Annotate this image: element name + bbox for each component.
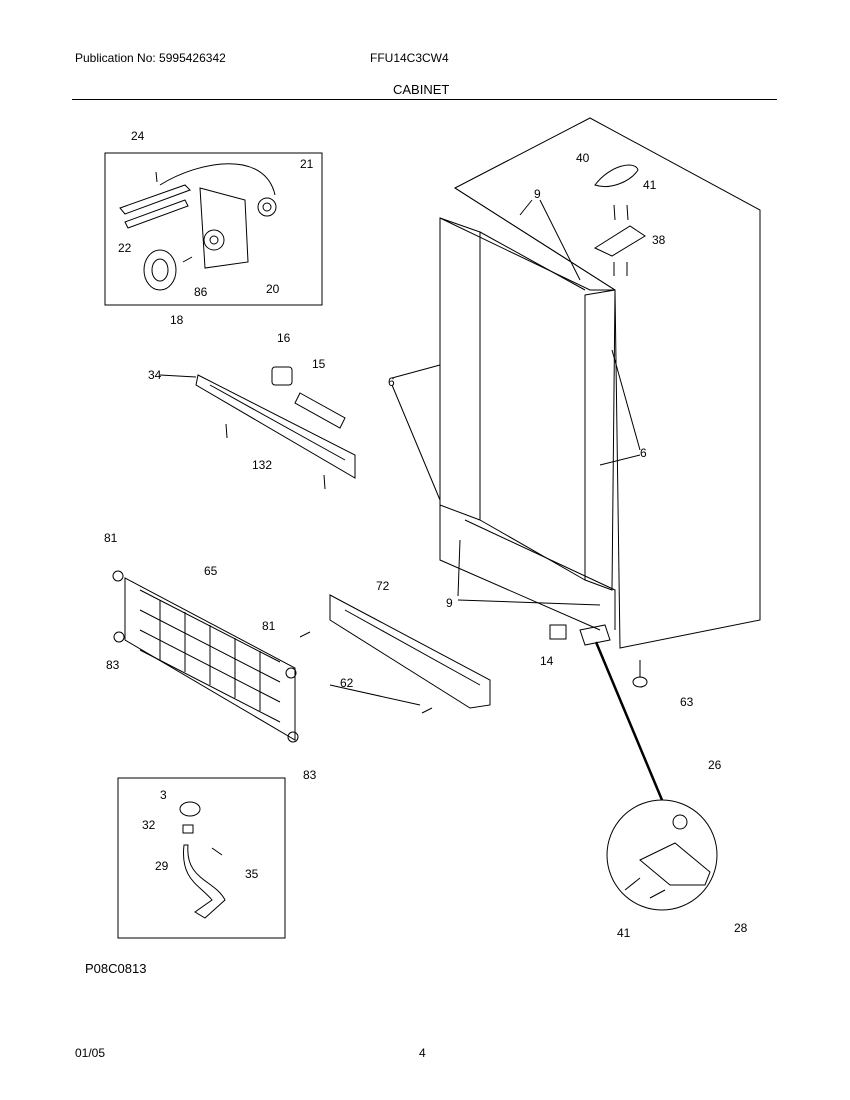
door-frame-right bbox=[584, 289, 616, 591]
light-shield bbox=[195, 374, 356, 479]
publication-number: Publication No: 5995426342 bbox=[75, 51, 226, 65]
callout-81: 81 bbox=[104, 531, 118, 545]
callout-62: 62 bbox=[340, 676, 354, 690]
callout-32: 32 bbox=[142, 818, 156, 832]
shelf-support bbox=[112, 570, 124, 582]
callout-38: 38 bbox=[652, 233, 666, 247]
header-divider bbox=[72, 99, 777, 100]
cabinet-shell bbox=[453, 117, 761, 649]
callout-86: 86 bbox=[194, 285, 208, 299]
bottom-hinge bbox=[579, 624, 611, 646]
thermostat-mount-strip bbox=[119, 184, 191, 215]
callout-83: 83 bbox=[303, 768, 317, 782]
callout-labels: 24 21 22 20 86 18 16 15 34 132 81 65 81 83 83 72 62 3 32 29… bbox=[104, 129, 748, 940]
page-number: 4 bbox=[419, 1046, 426, 1060]
top-hinge bbox=[593, 225, 646, 257]
section-title: CABINET bbox=[393, 82, 450, 97]
capillary-tube bbox=[159, 163, 276, 196]
callout-132: 132 bbox=[252, 458, 272, 472]
callout-81: 81 bbox=[262, 619, 276, 633]
callout-28: 28 bbox=[734, 921, 748, 935]
thermostat-bracket bbox=[199, 187, 249, 269]
control-knob bbox=[143, 249, 177, 291]
drain-plug bbox=[179, 801, 201, 817]
callout-3: 3 bbox=[160, 788, 167, 802]
callout-9: 9 bbox=[446, 596, 453, 610]
callout-6: 6 bbox=[388, 375, 395, 389]
leveling-leg bbox=[632, 676, 648, 688]
hinge-bracket-detail bbox=[639, 842, 711, 886]
diagram-code: P08C0813 bbox=[85, 961, 147, 976]
door-frame-left bbox=[439, 217, 481, 521]
callout-34: 34 bbox=[148, 368, 162, 382]
door-switch bbox=[549, 624, 567, 640]
callout-6: 6 bbox=[640, 446, 647, 460]
callout-18: 18 bbox=[170, 313, 184, 327]
callout-14: 14 bbox=[540, 654, 554, 668]
callout-41: 41 bbox=[617, 926, 631, 940]
hinge-cover bbox=[594, 164, 639, 187]
hinge-detail-circle bbox=[606, 799, 718, 911]
callout-20: 20 bbox=[266, 282, 280, 296]
lamp-socket bbox=[271, 366, 293, 386]
callout-9: 9 bbox=[534, 187, 541, 201]
callout-83: 83 bbox=[106, 658, 120, 672]
callout-35: 35 bbox=[245, 867, 259, 881]
callout-72: 72 bbox=[376, 579, 390, 593]
callout-40: 40 bbox=[576, 151, 590, 165]
drain-tube bbox=[183, 844, 226, 919]
drain-inset-box bbox=[117, 777, 286, 939]
callout-21: 21 bbox=[300, 157, 314, 171]
toe-grille bbox=[329, 594, 491, 709]
callout-22: 22 bbox=[118, 241, 132, 255]
callout-26: 26 bbox=[708, 758, 722, 772]
model-number: FFU14C3CW4 bbox=[370, 51, 449, 65]
footer-date: 01/05 bbox=[75, 1046, 106, 1060]
light-bulb bbox=[294, 392, 346, 429]
callout-41: 41 bbox=[643, 178, 657, 192]
callout-15: 15 bbox=[312, 357, 326, 371]
callout-65: 65 bbox=[204, 564, 218, 578]
wire-shelf bbox=[124, 577, 296, 741]
callout-24: 24 bbox=[131, 129, 145, 143]
callout-29: 29 bbox=[155, 859, 169, 873]
leader-6-left bbox=[391, 364, 441, 501]
callout-63: 63 bbox=[680, 695, 694, 709]
callout-16: 16 bbox=[277, 331, 291, 345]
thermostat-inset-box bbox=[104, 152, 323, 306]
